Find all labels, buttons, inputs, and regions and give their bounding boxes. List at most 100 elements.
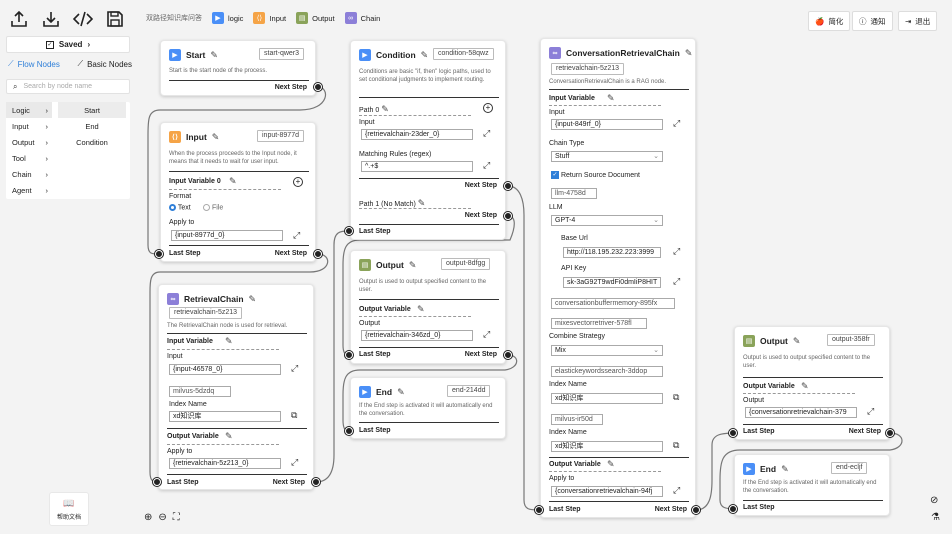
input-port[interactable] (153, 478, 161, 486)
upload-icon[interactable] (8, 8, 30, 30)
help-circle-icon[interactable]: ⊘ (930, 495, 939, 506)
edit-icon[interactable]: ✎ (248, 293, 257, 304)
output-port[interactable] (314, 83, 322, 91)
input-port[interactable] (729, 429, 737, 437)
edit-icon[interactable]: ✎ (781, 463, 789, 474)
edit-icon[interactable]: ✎ (607, 459, 615, 469)
download-icon[interactable] (40, 8, 62, 30)
api-key-field[interactable]: sk-3aG92T9wdFi0dmIiP8HIT (563, 277, 661, 288)
category-agent[interactable]: Agent› (6, 182, 52, 198)
code-icon[interactable] (72, 8, 94, 30)
input-field[interactable]: {input-849rf_0} (551, 119, 663, 130)
index-name-field[interactable]: xd知识库 (169, 411, 281, 422)
category-chain[interactable]: Chain› (6, 166, 52, 182)
edit-icon[interactable]: ✎ (397, 386, 405, 397)
edit-icon[interactable]: ✎ (801, 381, 809, 391)
help-docs-button[interactable]: 📖 帮助文档 (49, 492, 89, 526)
expand-icon[interactable]: ⤢ (291, 457, 299, 467)
expand-icon[interactable]: ⤢ (483, 128, 491, 138)
output-port[interactable] (504, 182, 512, 190)
expand-icon[interactable]: ⤢ (293, 230, 301, 240)
output-port[interactable] (504, 212, 512, 220)
edit-icon[interactable]: ✎ (417, 304, 425, 314)
apply-to-field[interactable]: {input-8977d_0} (171, 230, 283, 241)
logic-item-end[interactable]: End (85, 121, 99, 131)
expand-icon[interactable]: ⤢ (673, 485, 681, 495)
input-port[interactable] (345, 427, 353, 435)
chain-type-select[interactable]: Stuff⌄ (551, 151, 663, 162)
input-node[interactable]: ⟨⟩Input✎ input-8977d When the process pr… (160, 122, 316, 262)
category-input[interactable]: Input› (6, 118, 52, 134)
edit-icon[interactable]: ✎ (225, 336, 233, 346)
apply-to-field[interactable]: {retrievalchain-5z213_0} (169, 458, 281, 469)
input-port[interactable] (729, 505, 737, 513)
category-logic[interactable]: Logic› (6, 102, 52, 118)
fit-view-icon[interactable]: ⛶ (172, 512, 180, 523)
search-input[interactable]: ⌕ Search by node name (6, 79, 130, 94)
expand-icon[interactable]: ⤢ (673, 118, 681, 128)
edit-icon[interactable]: ✎ (607, 93, 615, 103)
index-name-field[interactable]: xd知识库 (551, 441, 663, 452)
output-field[interactable]: {conversationretrievalchain-379 (745, 407, 857, 418)
zoom-out-icon[interactable]: ⊖ (158, 512, 167, 523)
input-port[interactable] (345, 351, 353, 359)
input-field[interactable]: {retrievalchain-23der_0} (361, 129, 473, 140)
input-port[interactable] (535, 506, 543, 514)
output-port[interactable] (692, 506, 700, 514)
expand-icon[interactable]: ⤢ (673, 276, 681, 286)
llm-select[interactable]: GPT-4⌄ (551, 215, 663, 226)
output-port[interactable] (314, 250, 322, 258)
edit-icon[interactable]: ✎ (225, 431, 233, 441)
edit-icon[interactable]: ✎ (381, 104, 389, 114)
return-source-checkbox[interactable]: ✓ Return Source Document (551, 171, 640, 179)
end-node[interactable]: ▶End✎ end-ecljf If the End step is activ… (734, 454, 890, 516)
expand-icon[interactable]: ⤢ (483, 329, 491, 339)
edit-icon[interactable]: ✎ (684, 47, 693, 58)
edit-icon[interactable]: ✎ (792, 335, 801, 346)
saved-button[interactable]: ✓ Saved › (6, 36, 130, 53)
start-node[interactable]: ▶Start✎ start-qwer3 Start is the start n… (160, 40, 316, 96)
edit-icon[interactable]: ✎ (229, 176, 237, 186)
external-link-icon[interactable]: ⧉ (291, 410, 298, 420)
expand-icon[interactable]: ⤢ (483, 160, 491, 170)
logic-item-condition[interactable]: Condition (76, 137, 108, 147)
combine-strategy-select[interactable]: Mix⌄ (551, 345, 663, 356)
output-port[interactable] (312, 478, 320, 486)
external-link-icon[interactable]: ⧉ (673, 440, 680, 450)
input-field[interactable]: {input-46578_0} (169, 364, 281, 375)
logic-item-start[interactable]: Start (58, 102, 126, 118)
save-icon[interactable] (104, 8, 126, 30)
logout-button[interactable]: ⇥退出 (898, 11, 938, 31)
radio-text[interactable]: Text (169, 204, 191, 211)
apply-to-field[interactable]: {conversationretrievalchain-94fj (551, 486, 663, 497)
tab-flow-nodes[interactable]: ⟋ Flow Nodes (8, 59, 60, 69)
output-node[interactable]: ▤Output✎ output-8dfgg Output is used to … (350, 250, 506, 364)
expand-icon[interactable]: ⤢ (673, 246, 681, 256)
external-link-icon[interactable]: ⧉ (673, 392, 680, 402)
simplify-button[interactable]: 🍎简化 (808, 11, 851, 31)
input-port[interactable] (345, 227, 353, 235)
add-icon[interactable]: + (293, 177, 303, 187)
output-field[interactable]: {retrievalchain-346zd_0} (361, 330, 473, 341)
input-port[interactable] (155, 250, 163, 258)
category-tool[interactable]: Tool› (6, 150, 52, 166)
rules-field[interactable]: ^.+$ (361, 161, 473, 172)
output-port[interactable] (886, 429, 894, 437)
category-output[interactable]: Output› (6, 134, 52, 150)
condition-node[interactable]: ▶Condition✎ condition-58qwz Conditions a… (350, 40, 506, 240)
conversation-retrieval-chain-node[interactable]: ∞ConversationRetrievalChain✎ retrievalch… (540, 38, 696, 518)
edit-icon[interactable]: ✎ (420, 49, 429, 60)
output-port[interactable] (504, 351, 512, 359)
end-node[interactable]: ▶End✎ end-214dd If the End step is activ… (350, 377, 506, 439)
expand-icon[interactable]: ⤢ (867, 406, 875, 416)
index-name-field[interactable]: xd知识库 (551, 393, 663, 404)
tab-basic-nodes[interactable]: ⟋ Basic Nodes (77, 59, 132, 69)
base-url-field[interactable]: http://118.195.232.223:3999 (563, 247, 661, 258)
expand-icon[interactable]: ⤢ (291, 363, 299, 373)
output-node[interactable]: ▤Output✎ output-358fr Output is used to … (734, 326, 890, 440)
edit-icon[interactable]: ✎ (417, 198, 426, 208)
add-icon[interactable]: + (483, 103, 493, 113)
retrieval-chain-node[interactable]: ∞RetrievalChain✎ retrievalchain-5z213 Th… (158, 284, 314, 490)
edit-icon[interactable]: ✎ (211, 131, 220, 142)
